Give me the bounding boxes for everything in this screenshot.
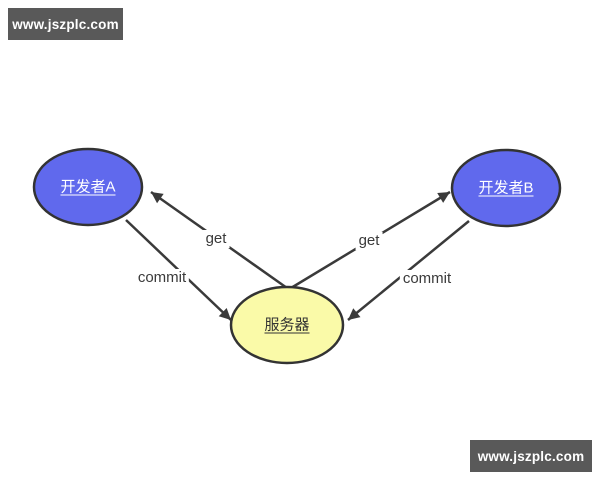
- edge-commit-right-label: commit: [399, 270, 455, 288]
- edge-commit-left-label: commit: [134, 269, 190, 287]
- node-server-label: 服务器: [264, 316, 310, 334]
- node-server: [229, 285, 345, 365]
- node-developer-a: [32, 147, 144, 227]
- watermark-badge-bottom-right: www.jszplc.com: [470, 440, 592, 472]
- edge-get-left-label: get: [202, 230, 230, 248]
- watermark-badge-top-left: www.jszplc.com: [8, 8, 123, 40]
- node-developer-a-label: 开发者A: [60, 178, 116, 196]
- edge-get-right-label: get: [355, 232, 383, 250]
- node-developer-b: [450, 148, 562, 228]
- node-developer-b-label: 开发者B: [478, 179, 534, 197]
